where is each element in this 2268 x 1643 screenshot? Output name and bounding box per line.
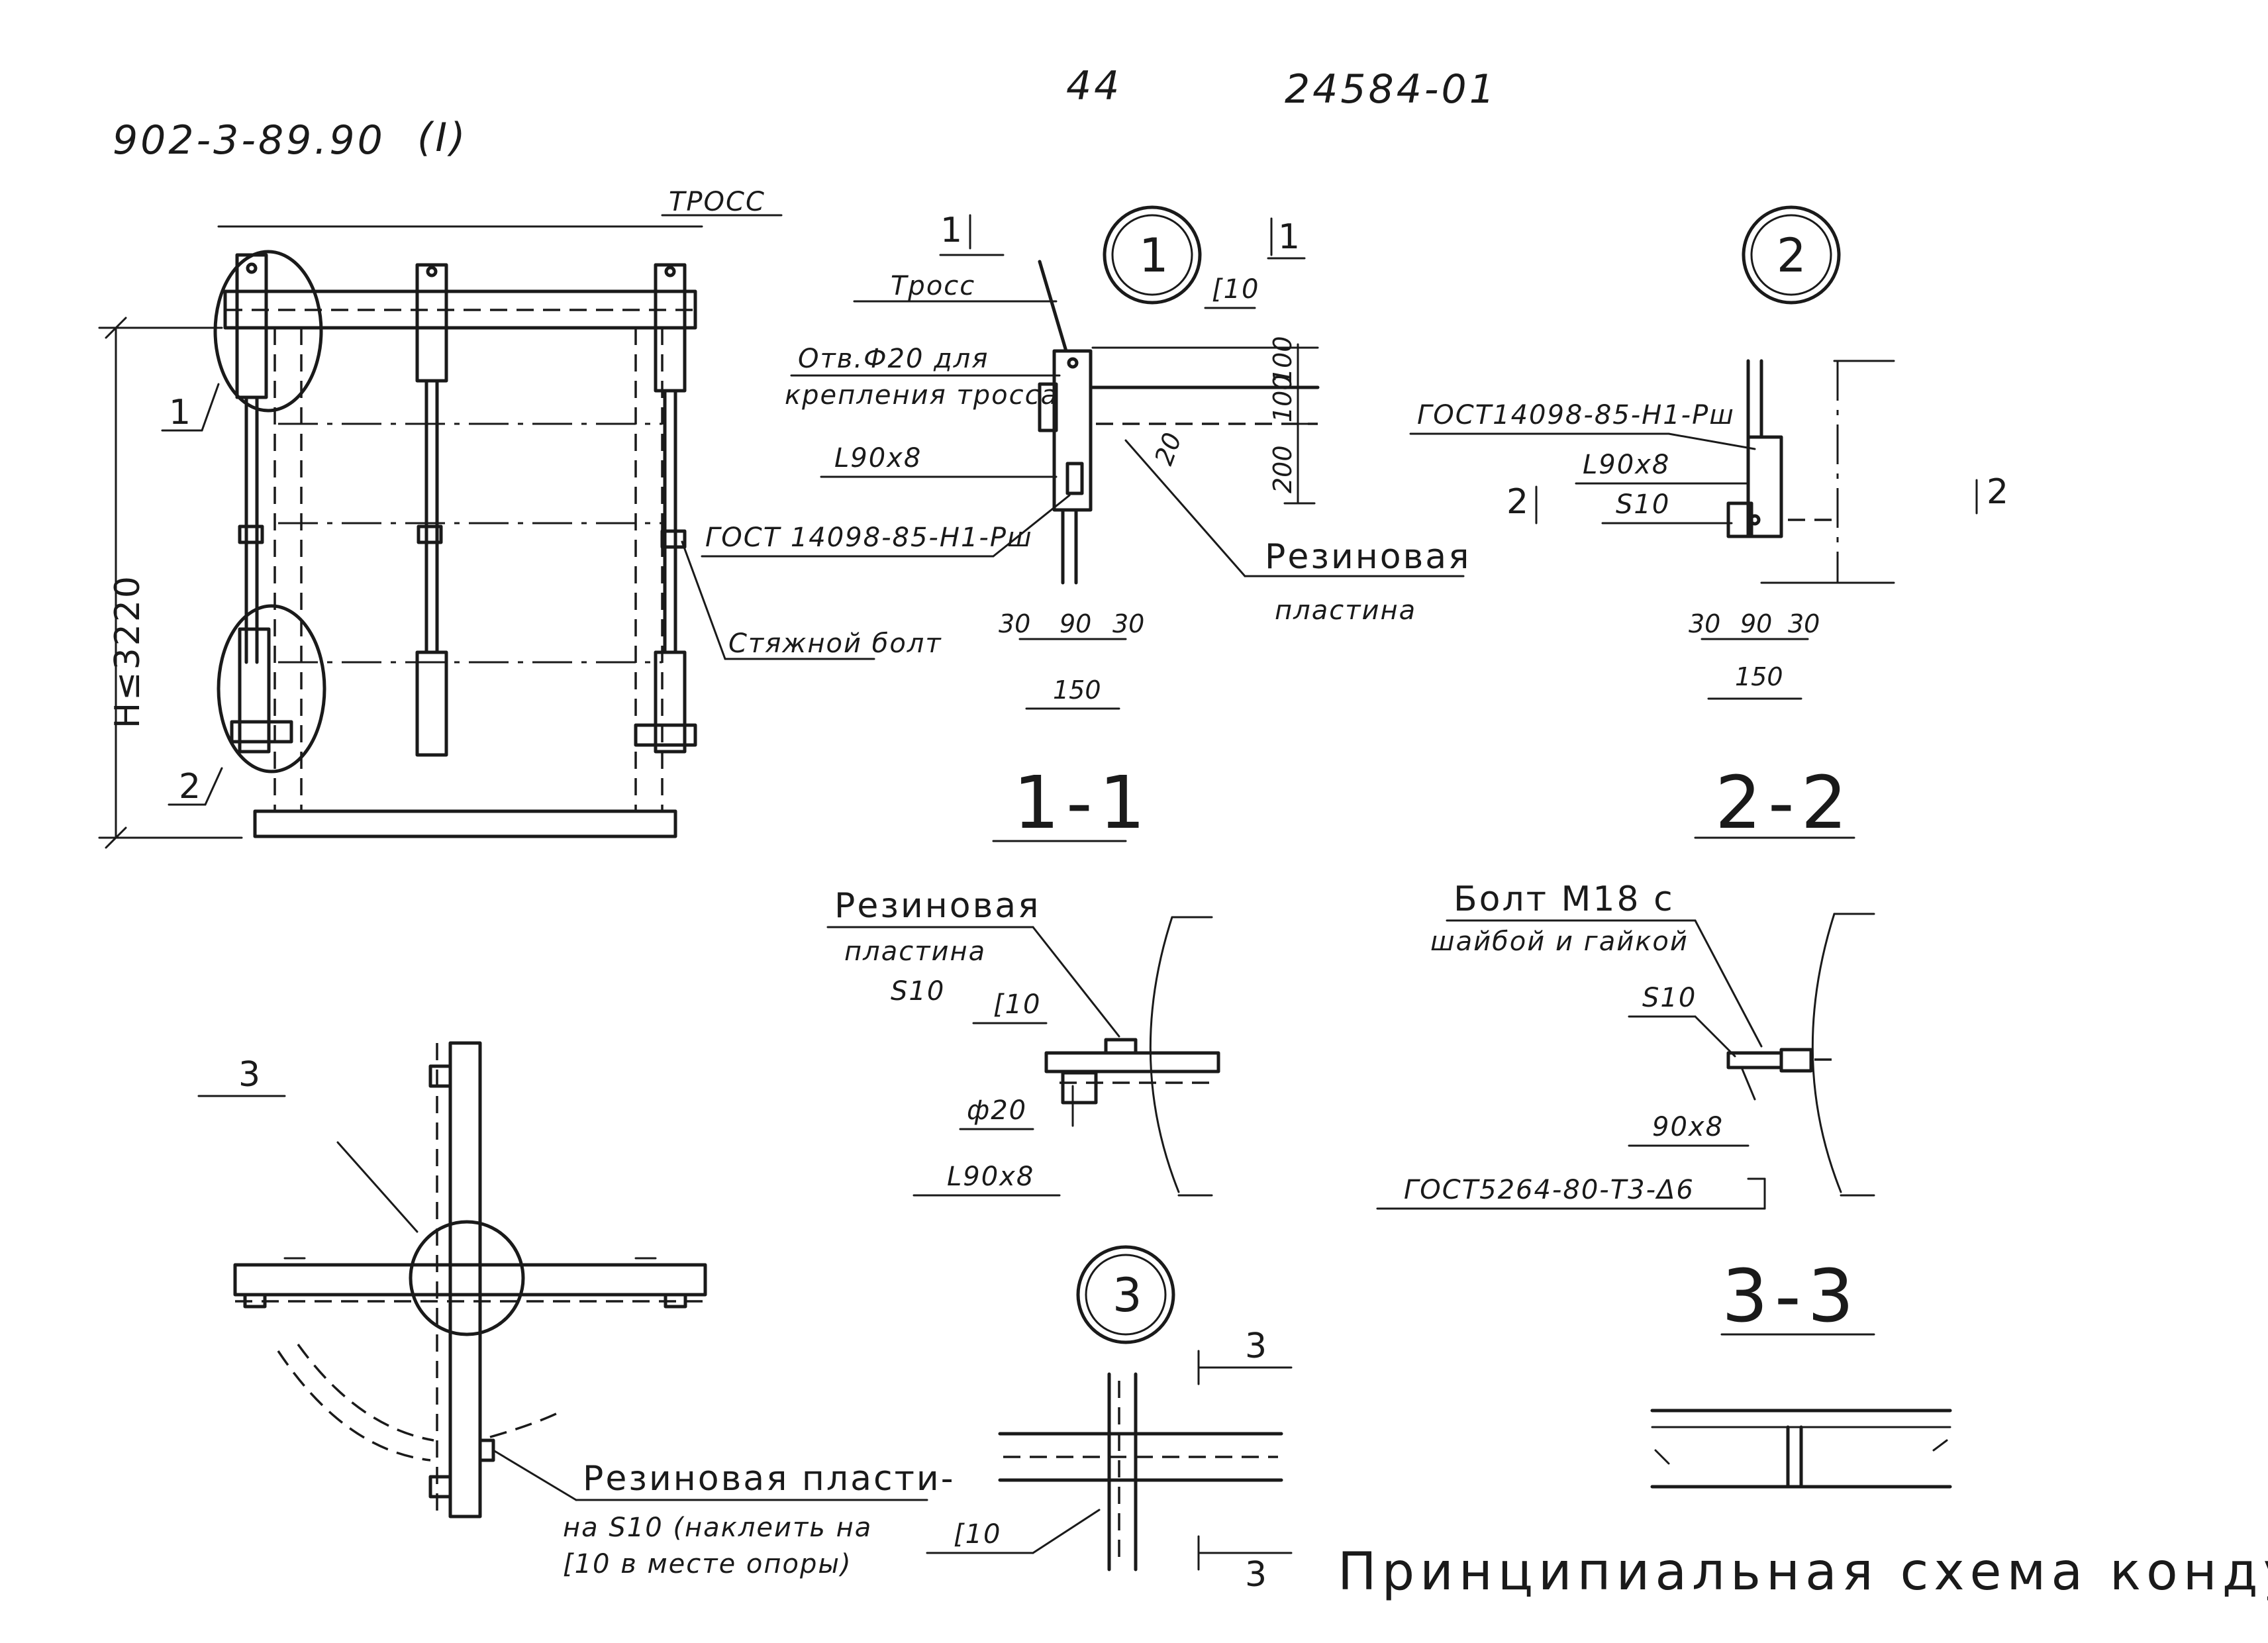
section-mark-2-right: 2 [1987, 472, 2010, 512]
section-mark-2-left: 2 [1506, 482, 1530, 522]
callout-label-1: 1 [169, 393, 193, 432]
detail-1-section: 1 1 1 [10 Тросс Отв.Ф20 для крепления тр… [701, 205, 1471, 845]
detail-3-mark-bottom: 3 [1245, 1555, 1269, 1595]
album-number: 24584-01 [1285, 66, 1497, 113]
detail-3: 3 3 3 [10 [926, 1245, 1293, 1595]
callout-circle-1 [213, 250, 323, 413]
label-gost-1: ГОСТ 14098-85-Н1-Рш [705, 523, 1033, 553]
label-rubber-2-line1: Резиновая [834, 886, 1040, 926]
label-rubber-2-line2: пластина [844, 936, 986, 967]
detail-circle-1-label: 1 [1139, 228, 1169, 283]
dim-h-2-total: 150 [1735, 662, 1783, 691]
section-title-2-2: 2-2 [1715, 760, 1854, 845]
plan-note-line3: [10 в месте опоры) [563, 1549, 852, 1579]
joint-sketch [1650, 1409, 1952, 1489]
dim-h-2-30a: 30 [1689, 609, 1720, 638]
label-tross: ТРОСС [669, 187, 765, 217]
label-gost-3: ГОСТ5264-80-Т3-Δ6 [1404, 1175, 1695, 1205]
section-mark-1-left: 1 [940, 211, 964, 250]
drawing-title: Принципиальная схема кондуктора. [1338, 1542, 2268, 1602]
dim-h-1-30b: 30 [1112, 609, 1144, 638]
doc-part: (I) [417, 115, 468, 161]
detail-circle-3 [1076, 1245, 1175, 1344]
dim-v-3: 200 [1268, 445, 1297, 493]
detail-circle-2 [1742, 205, 1841, 305]
dim-h-1-90: 90 [1060, 609, 1091, 638]
height-label: H≤3220 [108, 574, 148, 728]
label-rubber-2-line3: S10 [891, 976, 945, 1007]
callout-label-2: 2 [179, 767, 203, 807]
section-title-3-3: 3-3 [1722, 1254, 1861, 1338]
label-channel-lower: [10 [993, 989, 1042, 1020]
detail-circle-1 [1103, 205, 1202, 305]
label-bolt-line2: шайбой и гайкой [1430, 926, 1689, 957]
dim-h-1-30a: 30 [999, 609, 1030, 638]
dim-h-1-total: 150 [1053, 675, 1101, 705]
label-angle-lower: L90x8 [947, 1162, 1034, 1192]
label-rubber-1-line2: пластина [1275, 595, 1416, 626]
label-stud-bolt: Стяжной болт [728, 628, 942, 659]
section-title-1-1: 1-1 [1013, 760, 1152, 845]
label-angle-1: L90x8 [834, 443, 922, 473]
label-size-3: 90x8 [1652, 1112, 1724, 1142]
main-elevation-view: ТРОСС [98, 187, 942, 849]
doc-number: 902-3-89.90 [113, 117, 385, 164]
section-mark-1-right: 1 [1278, 217, 1302, 257]
dim-h-2-90: 90 [1740, 609, 1772, 638]
detail-3-3-section: Болт М18 с шайбой и гайкой S10 90x8 ГОСТ… [1376, 879, 1875, 1338]
plan-callout-circle [409, 1220, 525, 1336]
label-plate-2: S10 [1616, 489, 1670, 520]
plan-view-label: 3 [238, 1055, 262, 1095]
label-tross-1: Тросс [891, 271, 975, 301]
dim-v-2: 100 [1268, 374, 1297, 423]
page-number: 44 [1066, 63, 1122, 109]
detail-rubber-plate-section: Резиновая пластина S10 [10 ф20 L90x8 [826, 886, 1220, 1197]
plan-view-3: 3 Резиновая пласти- на S10 (наклеить на … [197, 1041, 955, 1579]
label-channel-1: [10 [1212, 274, 1260, 305]
label-gost-2: ГОСТ14098-85-Н1-Рш [1417, 400, 1735, 430]
label-hole-line1: Отв.Ф20 для [798, 344, 989, 374]
callout-circle-2 [217, 604, 326, 773]
label-hole-line2: крепления тросса [785, 380, 1058, 411]
detail-circle-2-label: 2 [1777, 228, 1806, 283]
label-hole-lower: ф20 [967, 1095, 1027, 1126]
label-bolt-line1: Болт М18 с [1454, 879, 1675, 919]
detail-3-mark-top: 3 [1245, 1326, 1269, 1366]
label-plate-3: S10 [1642, 983, 1697, 1013]
label-angle-2: L90x8 [1583, 450, 1670, 480]
detail-3-channel: [10 [954, 1519, 1002, 1550]
header: 902-3-89.90 (I) 44 24584-01 [113, 63, 1497, 164]
dim-h-2-30b: 30 [1788, 609, 1820, 638]
dim-v-1: 100 [1268, 336, 1297, 384]
plan-note-line2: на S10 (наклеить на [563, 1513, 872, 1543]
plan-note-line1: Резиновая пласти- [583, 1459, 955, 1499]
detail-2-section: 2 ГОСТ14098-85-Н1-Рш L90x8 S10 2 2 30 90… [1409, 205, 2010, 845]
dim-20: 20 [1149, 429, 1187, 469]
label-rubber-1-line1: Резиновая [1265, 537, 1471, 577]
detail-circle-3-label: 3 [1112, 1268, 1142, 1322]
